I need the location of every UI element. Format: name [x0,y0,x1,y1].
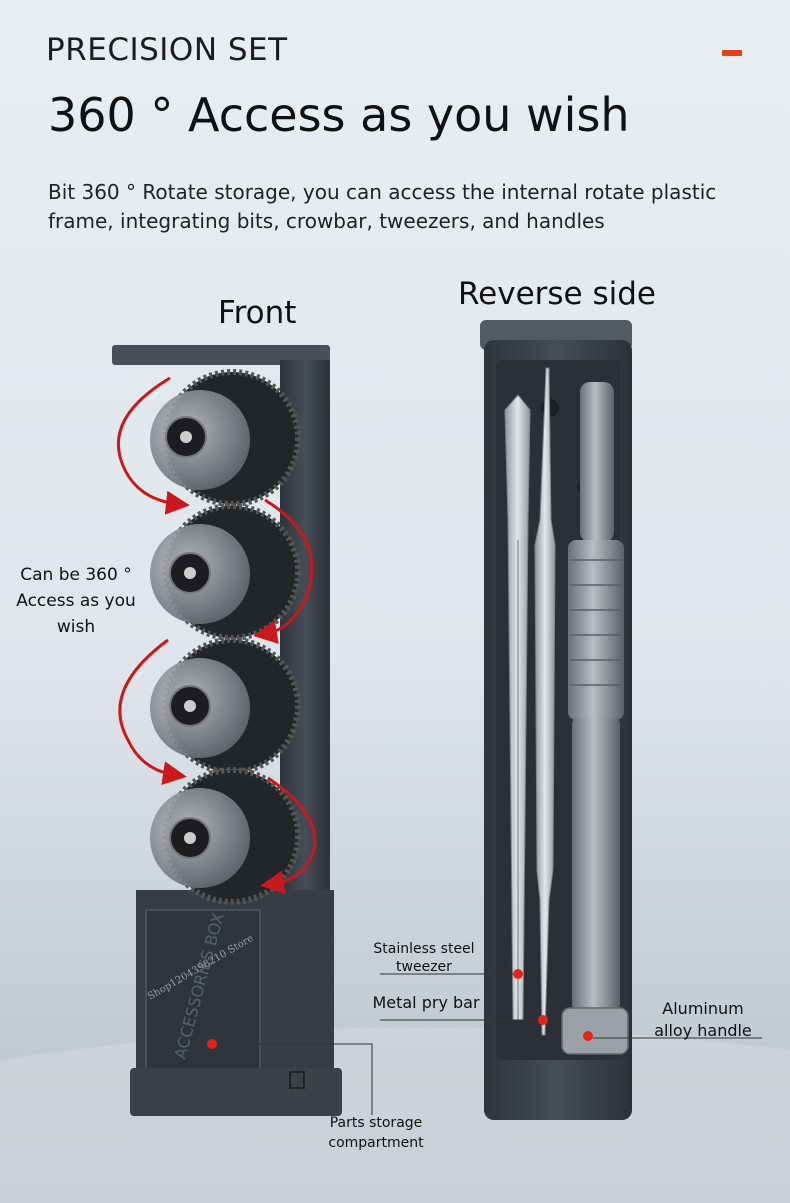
bit-carousel-1 [150,369,301,507]
headline: 360 ° Access as you wish [48,88,630,142]
pry-bar-tool [534,367,556,1036]
rotate-note: Can be 360 ° Access as you wish [16,565,136,637]
tweezer-tool [504,394,531,1021]
rotate-arrow-2 [253,498,314,644]
handle-dot [583,1031,593,1041]
bit-carousel-4 [150,767,301,905]
reverse-label: Reverse side [458,276,656,312]
tweezer-dot [513,969,523,979]
description: Bit 360 ° Rotate storage, you can access… [48,180,717,233]
aluminum-handle [561,382,629,1055]
brand-title: PRECISION SET [46,32,288,68]
pry-bar-dot [538,1015,548,1025]
front-case: ACCESSORIES BOX Shop1204398210 Store [112,345,342,1116]
rotate-arrow-4 [260,776,317,895]
rotate-arrow-3 [118,638,187,786]
front-label: Front [218,295,297,331]
storage-dot [207,1039,217,1049]
rotate-arrow-1 [116,376,190,515]
pry-bar-callout: Metal pry bar [372,993,480,1012]
handle-callout: Aluminum alloy handle [654,999,752,1040]
tweezer-callout: Stainless steel tweezer [373,941,475,975]
bit-carousel-3 [150,637,301,775]
bit-carousel-2 [150,503,301,641]
accent-dash [722,50,742,56]
storage-callout: Parts storage compartment [328,1115,424,1151]
